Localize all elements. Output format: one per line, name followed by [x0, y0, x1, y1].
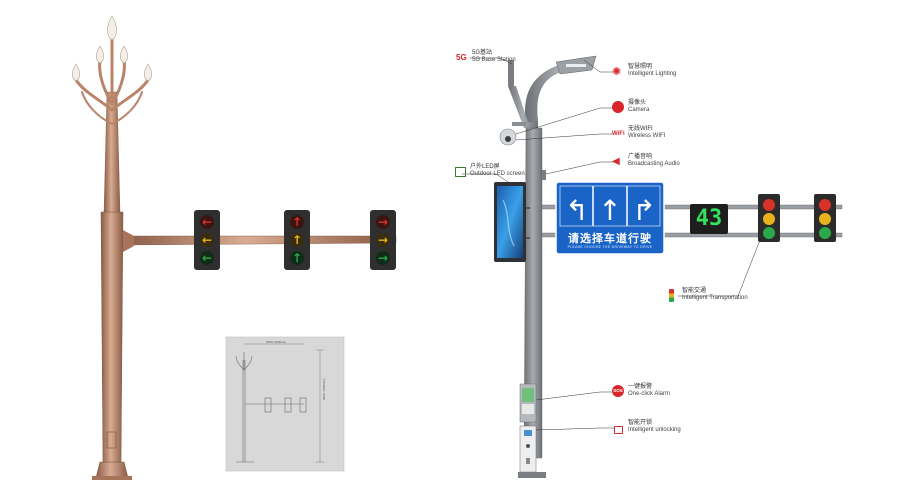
smart-pole	[499, 55, 597, 478]
dimension-side-label: 9000~10000mm	[322, 378, 326, 400]
sign-english-text: PLEASE CHOOSE THE DRIVEWAY TO DRIVE	[567, 245, 653, 249]
callout-cn: 智慧照明	[628, 64, 653, 70]
lamp-bulb-icon	[143, 63, 153, 82]
camera-icon	[612, 101, 624, 113]
outdoor-led-screen	[494, 182, 530, 262]
pole-access-door	[106, 431, 117, 449]
straight-right-arrow-icon: ↱	[632, 194, 655, 227]
led-screen-icon	[455, 167, 466, 177]
left-arrow-red-icon: ←	[202, 215, 212, 229]
signal-arm	[122, 235, 397, 246]
left-arrow-yellow-icon: ←	[202, 233, 212, 247]
traffic-signal-2	[814, 194, 836, 242]
callout-cn: 5G基站	[472, 50, 493, 56]
straight-arrow-icon: ↑	[598, 194, 621, 227]
countdown-value: 43	[695, 206, 723, 231]
callout-en: Intelligent unlocking	[628, 427, 681, 433]
callout-en: Outdoor LED screen	[470, 171, 525, 177]
signal-head-left: ← ← ←	[194, 210, 220, 270]
callout-en: Wireless WIFI	[628, 133, 666, 139]
turn-left-arrow-icon: ↰	[565, 194, 588, 227]
pole-upper-section	[508, 86, 538, 128]
right-arrow-green-icon: →	[378, 251, 388, 265]
signal-head-right: → → →	[370, 210, 396, 270]
lamp-bulb-icon	[119, 45, 129, 64]
arm-bracket	[123, 230, 134, 252]
lamp-bulbs	[71, 15, 153, 82]
pole-base-plate	[92, 476, 132, 480]
callout-en: 5G Base Station	[472, 57, 516, 63]
smart-pole-column	[523, 127, 543, 459]
up-arrow-red-icon: ↑	[292, 215, 302, 229]
right-arrow-red-icon: →	[378, 215, 388, 229]
lane-guidance-sign: ↰ ↑ ↱	[555, 181, 665, 255]
speaker-box	[542, 170, 546, 180]
up-arrow-green-icon: ↑	[292, 251, 302, 265]
speaker-icon: ◀	[612, 156, 620, 167]
sos-icon: SOS	[612, 385, 624, 397]
lamp-bulb-icon	[95, 45, 105, 64]
callout-cn: 户外LED屏	[470, 164, 500, 170]
traffic-signal-1	[758, 194, 780, 242]
camera-mount	[512, 122, 526, 126]
light-burst-icon: ✺	[612, 66, 622, 78]
wifi-icon: WiFi	[612, 131, 625, 137]
right-arrow-yellow-icon: →	[378, 233, 388, 247]
callout-cn: 智能开锁	[628, 420, 653, 426]
countdown-display	[690, 204, 728, 234]
callout-cn: 一键报警	[628, 384, 653, 390]
callout-cn: 智能交通	[682, 288, 707, 294]
callout-cn: 广播音响	[628, 154, 653, 160]
callout-cn: 摄像头	[628, 100, 647, 106]
dimension-top-label: 3500~5000mm	[266, 340, 287, 344]
lamp-bulb-icon	[71, 63, 81, 82]
traffic-light-icon	[669, 289, 674, 302]
signal-head-middle: ↑ ↑ ↑	[284, 210, 310, 270]
smart-pole-base	[518, 472, 546, 478]
callout-en: One-click Alarm	[628, 391, 671, 397]
pole-base	[95, 461, 129, 479]
callout-en: Intelligent Lighting	[628, 71, 677, 77]
dimension-drawing-thumbnail	[225, 336, 345, 472]
lamp-crown	[74, 38, 150, 125]
pole-main-column	[100, 211, 124, 463]
ornamental-traffic-pole	[71, 15, 397, 480]
up-arrow-yellow-icon: ↑	[292, 233, 302, 247]
lamp-led-strip	[566, 64, 586, 67]
sign-chinese-text: 请选择车道行驶	[568, 233, 652, 245]
callout-en: Broadcasting Audio	[628, 161, 680, 167]
5g-antenna	[508, 60, 514, 86]
lamp-bulb-icon	[107, 15, 117, 41]
lock-icon	[614, 426, 623, 434]
5g-badge-icon: 5G	[456, 53, 467, 62]
callout-leader-lines	[462, 57, 761, 431]
callout-cn: 无线WIFI	[628, 126, 653, 132]
left-arrow-green-icon: ←	[202, 251, 212, 265]
callout-en: Intelligent Transportation	[682, 295, 748, 301]
callout-en: Camera	[628, 107, 650, 113]
